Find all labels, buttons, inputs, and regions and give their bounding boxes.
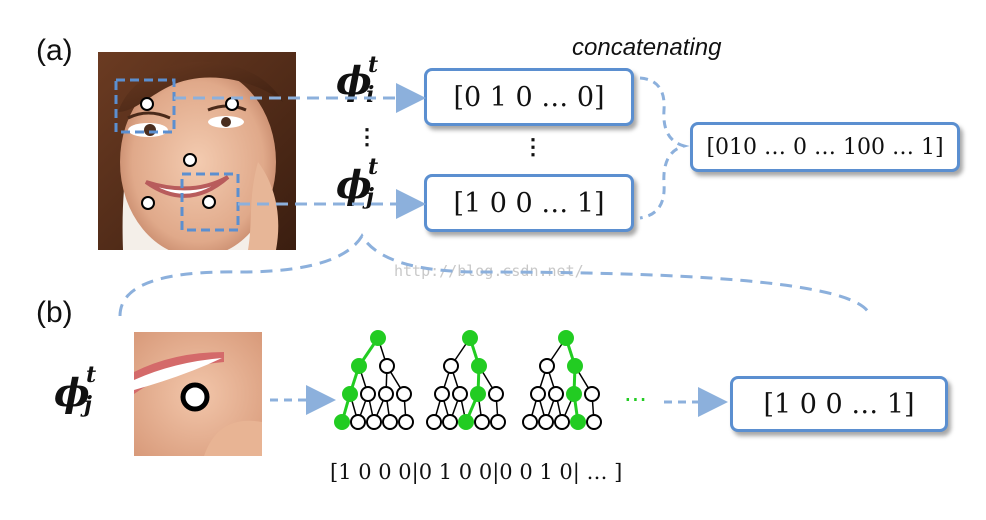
tree-node bbox=[443, 358, 459, 374]
landmark-point bbox=[202, 195, 216, 209]
tree-node-active bbox=[458, 414, 474, 430]
tree-node bbox=[382, 414, 398, 430]
tree-node bbox=[522, 414, 538, 430]
binary-code-box-j: [1 0 0 … 1] bbox=[424, 174, 634, 232]
landmark-box-mouth bbox=[180, 172, 240, 232]
tree-node bbox=[379, 358, 395, 374]
phi-symbol: ϕ bbox=[336, 162, 372, 207]
phi-symbol: ϕ bbox=[54, 370, 90, 415]
tree-node bbox=[396, 386, 412, 402]
tree-node bbox=[474, 414, 490, 430]
tree-node-active bbox=[462, 330, 478, 346]
tree-node bbox=[490, 414, 506, 430]
tree-node-active bbox=[558, 330, 574, 346]
tree-node bbox=[434, 386, 450, 402]
tree-node bbox=[530, 386, 546, 402]
phi-i-label: ϕ t i bbox=[336, 54, 378, 106]
tree-node bbox=[452, 386, 468, 402]
landmark-point bbox=[183, 153, 197, 167]
phi-superscript: t bbox=[368, 52, 379, 78]
phi-symbol: ϕ bbox=[336, 58, 372, 103]
phi-j-label-b: ϕ t j bbox=[54, 364, 96, 416]
binary-code-i: [0 1 0 … 0] bbox=[453, 81, 605, 113]
tree-node bbox=[378, 386, 394, 402]
zoom-brace bbox=[118, 233, 872, 317]
random-forest bbox=[334, 330, 602, 430]
tree-node bbox=[548, 386, 564, 402]
tree-node bbox=[360, 386, 376, 402]
tree-node bbox=[488, 386, 504, 402]
tree-node-active bbox=[342, 386, 358, 402]
landmark-point bbox=[225, 97, 239, 111]
code-vertical-dots: ⋮ bbox=[522, 134, 544, 160]
tree-node bbox=[442, 414, 458, 430]
panel-b-label: (b) bbox=[36, 296, 73, 329]
vertical-dots: ⋮ bbox=[356, 124, 378, 150]
binary-code-box-b: [1 0 0 … 1] bbox=[730, 376, 948, 432]
landmark-point bbox=[140, 97, 154, 111]
forest-leaf-bits: [1 0 0 0|0 1 0 0|0 0 1 0| … ] bbox=[330, 460, 623, 484]
tree-node-active bbox=[370, 330, 386, 346]
tree-node bbox=[366, 414, 382, 430]
binary-code-j: [1 0 0 … 1] bbox=[453, 187, 605, 219]
tree-node bbox=[539, 358, 555, 374]
mouth-landmark-point bbox=[180, 382, 210, 412]
panel-a-label: (a) bbox=[36, 34, 73, 67]
phi-superscript: t bbox=[368, 154, 379, 180]
tree-node bbox=[350, 414, 366, 430]
tree-node-active bbox=[570, 414, 586, 430]
concat-brace bbox=[639, 76, 690, 220]
tree-node bbox=[426, 414, 442, 430]
tree-node-active bbox=[566, 386, 582, 402]
phi-subscript-i: i bbox=[366, 82, 375, 108]
concatenated-code: [010 … 0 … 100 … 1] bbox=[706, 134, 944, 160]
concatenated-code-box: [010 … 0 … 100 … 1] bbox=[690, 122, 960, 172]
tree-node-active bbox=[470, 386, 486, 402]
phi-subscript-j: j bbox=[366, 184, 374, 210]
landmark-point bbox=[141, 196, 155, 210]
tree-node-active bbox=[334, 414, 350, 430]
tree-node-active bbox=[471, 358, 487, 374]
phi-subscript-j: j bbox=[84, 392, 92, 418]
tree-node bbox=[586, 414, 602, 430]
phi-j-label: ϕ t j bbox=[336, 156, 378, 208]
tree-node bbox=[554, 414, 570, 430]
tree-node bbox=[538, 414, 554, 430]
tree-node-active bbox=[567, 358, 583, 374]
binary-code-box-i: [0 1 0 … 0] bbox=[424, 68, 634, 126]
more-trees-dots: ··· bbox=[624, 386, 647, 414]
landmark-box-eye bbox=[114, 78, 176, 134]
phi-superscript: t bbox=[86, 362, 97, 388]
tree-node-active bbox=[351, 358, 367, 374]
tree-node bbox=[398, 414, 414, 430]
concatenating-label: concatenating bbox=[572, 34, 722, 61]
binary-code-b: [1 0 0 … 1] bbox=[763, 388, 915, 420]
tree-node bbox=[584, 386, 600, 402]
